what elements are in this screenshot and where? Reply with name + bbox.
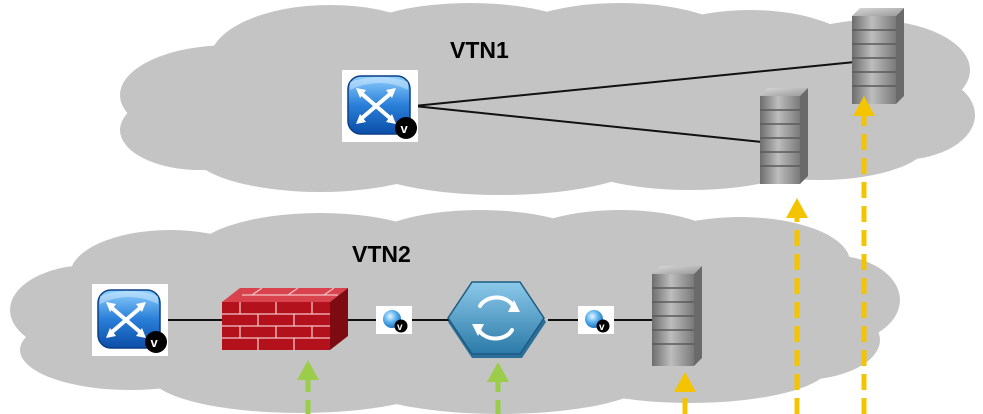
- virtual-interface-icon: v: [383, 310, 408, 333]
- traffic-arrow-yellow-1: [853, 96, 875, 414]
- svg-text:v: v: [599, 322, 605, 333]
- server-rack-icon: [760, 88, 808, 184]
- virtual-router-icon: [447, 281, 546, 358]
- server-vtn1-b[interactable]: [852, 8, 904, 104]
- virtual-router[interactable]: [447, 281, 546, 358]
- server-rack-icon: [852, 8, 904, 104]
- firewall[interactable]: [222, 287, 348, 350]
- traffic-arrow-green-2: [487, 362, 509, 414]
- server-vtn2[interactable]: [652, 266, 702, 366]
- cloud-label-vtn2: VTN2: [352, 241, 411, 267]
- server-vtn1-a[interactable]: [760, 88, 808, 184]
- traffic-arrow-yellow-3: [674, 372, 696, 414]
- link-vbridge-to-server-b: [413, 61, 856, 107]
- vbadge-icon: v: [395, 117, 417, 139]
- vbridge-vtn1[interactable]: v: [342, 70, 418, 142]
- virtual-switch-icon: [97, 289, 161, 349]
- server-rack-icon: [652, 266, 702, 366]
- firewall-icon: [222, 287, 348, 350]
- virtual-interface-1[interactable]: v: [376, 306, 412, 334]
- virtual-interface-2[interactable]: v: [578, 306, 614, 334]
- vtn1-links: [413, 61, 856, 143]
- traffic-arrow-green-1: [297, 360, 319, 414]
- link-vbridge-to-server-a: [413, 105, 763, 143]
- vbridge-vtn2[interactable]: v: [92, 284, 168, 356]
- svg-text:v: v: [401, 121, 409, 136]
- svg-text:v: v: [151, 335, 159, 350]
- virtual-interface-icon: v: [585, 310, 610, 333]
- traffic-arrow-yellow-2: [786, 198, 808, 414]
- cloud-vtn1: [120, 3, 975, 195]
- vbadge-icon: v: [145, 331, 167, 353]
- virtual-switch-icon: [347, 75, 411, 135]
- cloud-label-vtn1: VTN1: [450, 37, 509, 63]
- svg-text:v: v: [397, 322, 403, 333]
